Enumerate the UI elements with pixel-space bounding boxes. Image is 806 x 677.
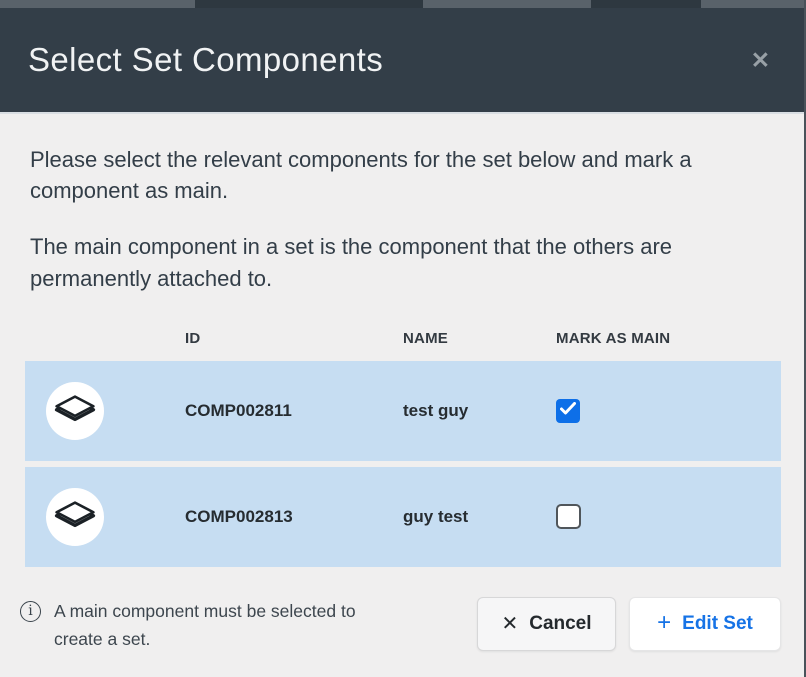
component-avatar: [46, 381, 104, 440]
cancel-x-icon: ✕: [501, 613, 519, 636]
plus-icon: +: [657, 608, 672, 636]
cancel-button-label: Cancel: [529, 612, 592, 634]
table-header-row: ID NAME MARK AS MAIN: [25, 330, 781, 347]
component-rows: COMP002811 test guy: [25, 360, 781, 567]
close-icon[interactable]: ✕: [750, 46, 770, 73]
icon-cell: [25, 381, 185, 440]
edit-set-button-label: Edit Set: [682, 612, 753, 634]
component-avatar: [46, 487, 104, 546]
component-diamond-icon: [54, 392, 96, 429]
modal-header: Select Set Components ✕: [0, 8, 806, 114]
header-spacer: [25, 330, 185, 347]
mark-as-main-checkbox[interactable]: [556, 504, 581, 530]
cancel-button[interactable]: ✕ Cancel: [477, 596, 616, 651]
column-header-name: NAME: [403, 329, 448, 347]
footer-buttons: ✕ Cancel + Edit Set: [477, 596, 781, 651]
background-text-fragment: [591, 0, 701, 8]
mark-as-main-checkbox[interactable]: [556, 398, 580, 423]
checkmark-icon: [560, 401, 576, 420]
table-row[interactable]: COMP002811 test guy: [25, 360, 781, 461]
info-note: i A main component must be selected to c…: [20, 597, 409, 654]
table-row[interactable]: COMP002813 guy test: [25, 466, 781, 567]
icon-cell: [25, 487, 185, 546]
info-icon: i: [20, 600, 41, 622]
background-text-fragment: [195, 0, 423, 8]
component-diamond-icon: [54, 498, 96, 535]
modal-title: Select Set Components: [28, 41, 384, 78]
description-line-1: Please select the relevant components fo…: [30, 147, 692, 204]
mark-cell: [556, 398, 781, 423]
info-text: A main component must be selected to cre…: [54, 600, 356, 650]
modal-body: Please select the relevant components fo…: [0, 114, 806, 654]
column-header-id: ID: [185, 329, 201, 347]
mark-cell: [556, 504, 781, 530]
modal-right-edge: [804, 0, 806, 677]
edit-set-button[interactable]: + Edit Set: [629, 596, 781, 651]
component-id: COMP002811: [185, 400, 292, 420]
description-line-2: The main component in a set is the compo…: [30, 234, 673, 291]
column-header-mark-as-main: MARK AS MAIN: [556, 329, 671, 347]
component-name: guy test: [403, 506, 469, 526]
modal-footer: i A main component must be selected to c…: [20, 596, 781, 654]
component-name: test guy: [403, 400, 469, 420]
component-id: COMP002813: [185, 506, 293, 526]
background-page-sliver: [0, 0, 806, 8]
